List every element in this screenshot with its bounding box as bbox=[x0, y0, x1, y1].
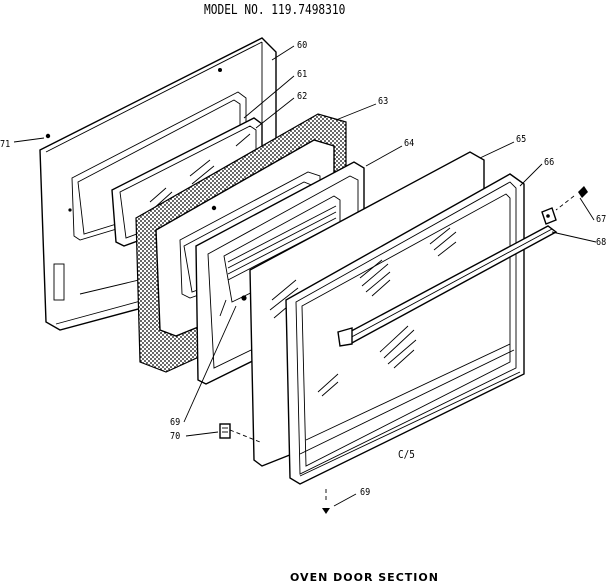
callout-61: 61 bbox=[297, 69, 308, 80]
callout-67: 67 bbox=[596, 214, 607, 225]
callout-64: 64 bbox=[404, 138, 415, 149]
callout-69-bottom: 69 bbox=[360, 487, 371, 498]
retaining-clip bbox=[219, 423, 261, 443]
callout-leaders bbox=[13, 45, 597, 507]
callout-65: 65 bbox=[516, 134, 527, 145]
callout-66: 66 bbox=[544, 157, 555, 168]
diagram-caption: OVEN DOOR SECTION bbox=[290, 571, 439, 584]
cs-note: C/5 bbox=[398, 448, 415, 461]
outer-door-frame bbox=[285, 173, 558, 485]
model-number-title: MODEL NO. 119.7498310 bbox=[204, 3, 346, 18]
callout-69-left: 69 bbox=[170, 417, 181, 428]
callout-60: 60 bbox=[297, 40, 308, 51]
callout-70: 70 bbox=[170, 431, 181, 442]
handle-bracket bbox=[541, 186, 588, 225]
callout-63: 63 bbox=[378, 96, 389, 107]
callout-62: 62 bbox=[297, 91, 308, 102]
callout-71: 71 bbox=[0, 139, 11, 150]
screws bbox=[45, 133, 330, 514]
callout-68: 68 bbox=[596, 237, 607, 248]
